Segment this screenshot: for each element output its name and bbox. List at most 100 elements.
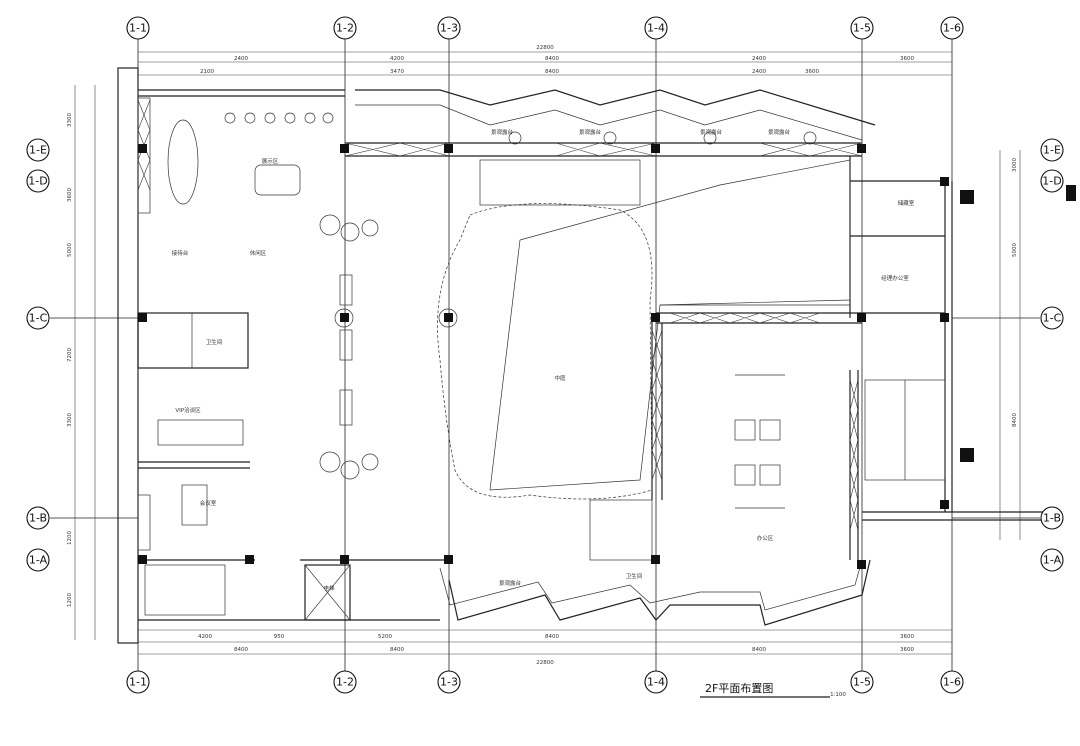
room-label: VIP洽谈区 <box>175 406 201 414</box>
dim-left-seg-4: 7200 <box>67 348 73 362</box>
axis-bubble-right-1-C-circle <box>1040 306 1064 330</box>
meeting-table <box>181 484 208 526</box>
room-label: 卫生间 <box>206 338 223 346</box>
column <box>340 313 349 322</box>
dim-top-seg-5: 3600 <box>900 56 914 62</box>
axis-bubble-right-1-E-circle <box>1040 138 1064 162</box>
axis-bubble-left-1-D: 1-D <box>28 175 47 188</box>
stair-bottom <box>589 499 653 561</box>
bottom-terrace-edge <box>448 559 871 626</box>
axis-bubble-top-1-1-circle <box>126 16 150 40</box>
dim-bottom-sub-1: 8400 <box>234 647 248 653</box>
room-labels: 展示区接待台休闲区卫生间VIP洽谈区会议室电梯中庭办公区储藏室经理办公室卫生间景… <box>172 128 915 592</box>
brace-top <box>344 142 863 157</box>
round-column-ring <box>438 308 458 328</box>
column <box>444 144 453 153</box>
dim-left-seg-7: 1200 <box>67 593 73 607</box>
dim-top-seg-4: 2400 <box>752 56 766 62</box>
left-window-strip <box>137 97 151 214</box>
axis-bubble-left-1-C-circle <box>26 306 50 330</box>
column <box>340 144 349 153</box>
axis-bubble-top-1-5: 1-5 <box>853 22 871 35</box>
dim-top-overall: 22800 <box>536 45 554 51</box>
room-label: 景观露台 <box>579 128 602 136</box>
room-label: 卫生间 <box>626 572 643 580</box>
room-label: 景观露台 <box>700 128 723 136</box>
axis-bubble-bottom-1-1-circle <box>126 670 150 694</box>
left-window-strip-2 <box>137 494 151 551</box>
dim-bottom-sub-2: 8400 <box>390 647 404 653</box>
dim-bottom-seg-2: 950 <box>274 634 285 640</box>
axis-bubble-top-1-2-circle <box>333 16 357 40</box>
room-label: 中庭 <box>554 374 566 382</box>
dim-right-seg-1: 3000 <box>1012 158 1018 172</box>
column <box>940 313 949 322</box>
dim-left-seg-1: 3300 <box>67 113 73 127</box>
axis-bubble-left-1-B-circle <box>26 506 50 530</box>
dim-bottom-sub-4: 3600 <box>900 647 914 653</box>
axis-bubble-left-1-E: 1-E <box>29 144 47 157</box>
room-label: 电梯 <box>323 584 335 592</box>
terrace-plants <box>508 131 817 145</box>
display-stools <box>224 112 334 124</box>
walls <box>117 67 1060 644</box>
axis-bubble-top-1-6-circle <box>940 16 964 40</box>
dim-top-sub-4: 2400 <box>752 69 766 75</box>
room-label: 接待台 <box>172 249 189 257</box>
column <box>444 555 453 564</box>
axis-bubble-top-1-1: 1-1 <box>129 22 147 35</box>
column-exterior <box>960 190 974 204</box>
axis-bubble-top-1-5-circle <box>850 16 874 40</box>
column <box>245 555 254 564</box>
reception-desk <box>167 119 199 205</box>
dim-top-sub-3: 8400 <box>545 69 559 75</box>
atrium-void <box>437 159 851 500</box>
cross-bracing <box>137 99 863 621</box>
axis-bubble-left-1-B: 1-B <box>29 512 47 525</box>
column <box>138 555 147 564</box>
axis-bubble-top-1-4: 1-4 <box>647 22 665 35</box>
column <box>444 313 453 322</box>
dim-bottom-seg-1: 4200 <box>198 634 212 640</box>
axis-bubble-left-1-C: 1-C <box>29 312 48 325</box>
column <box>857 144 866 153</box>
long-bench-2 <box>339 329 353 361</box>
long-bench-3 <box>339 389 353 426</box>
round-column-ring <box>334 308 354 328</box>
axis-bubble-top-1-4-circle <box>644 16 668 40</box>
column-exterior <box>1066 185 1076 201</box>
dim-right-seg-2: 5000 <box>1012 243 1018 257</box>
dim-bottom-seg-5: 3600 <box>900 634 914 640</box>
axis-bubble-right-1-D-circle <box>1040 169 1064 193</box>
axis-bubble-bottom-1-4-circle <box>644 670 668 694</box>
axis-bubble-left-1-D-circle <box>26 169 50 193</box>
dim-top-seg-1: 2400 <box>234 56 248 62</box>
axis-bubble-left-1-E-circle <box>26 138 50 162</box>
axis-bubble-bottom-1-6: 1-6 <box>943 676 961 689</box>
room-label: 休闲区 <box>250 249 267 257</box>
axis-bubble-left-1-A-circle <box>26 548 50 572</box>
room-label: 展示区 <box>262 158 279 165</box>
dim-left-seg-6: 1200 <box>67 531 73 545</box>
atrium-boundary <box>437 203 653 500</box>
room-label: 景观露台 <box>768 128 791 136</box>
brace-core-top <box>669 312 821 324</box>
office-desk-3 <box>734 464 756 486</box>
axis-bubble-left-1-A: 1-A <box>29 554 48 567</box>
showcase-table <box>254 164 301 196</box>
atrium-opening <box>489 159 851 491</box>
plant-group-1 <box>319 214 379 242</box>
dim-right-seg-3: 8400 <box>1012 413 1018 427</box>
dim-top-sub-2: 3470 <box>390 69 404 75</box>
office-desk-4 <box>759 464 781 486</box>
dim-bottom-sub-3: 8400 <box>752 647 766 653</box>
dim-bottom-seg-4: 8400 <box>545 634 559 640</box>
structural-columns <box>138 144 1076 569</box>
axis-bubble-top-1-2: 1-2 <box>336 22 354 35</box>
bottom-terrace-inner <box>439 559 863 611</box>
room-label: 景观露台 <box>491 128 514 136</box>
vip-sofa <box>157 419 244 446</box>
axis-bubble-top-1-3-circle <box>437 16 461 40</box>
